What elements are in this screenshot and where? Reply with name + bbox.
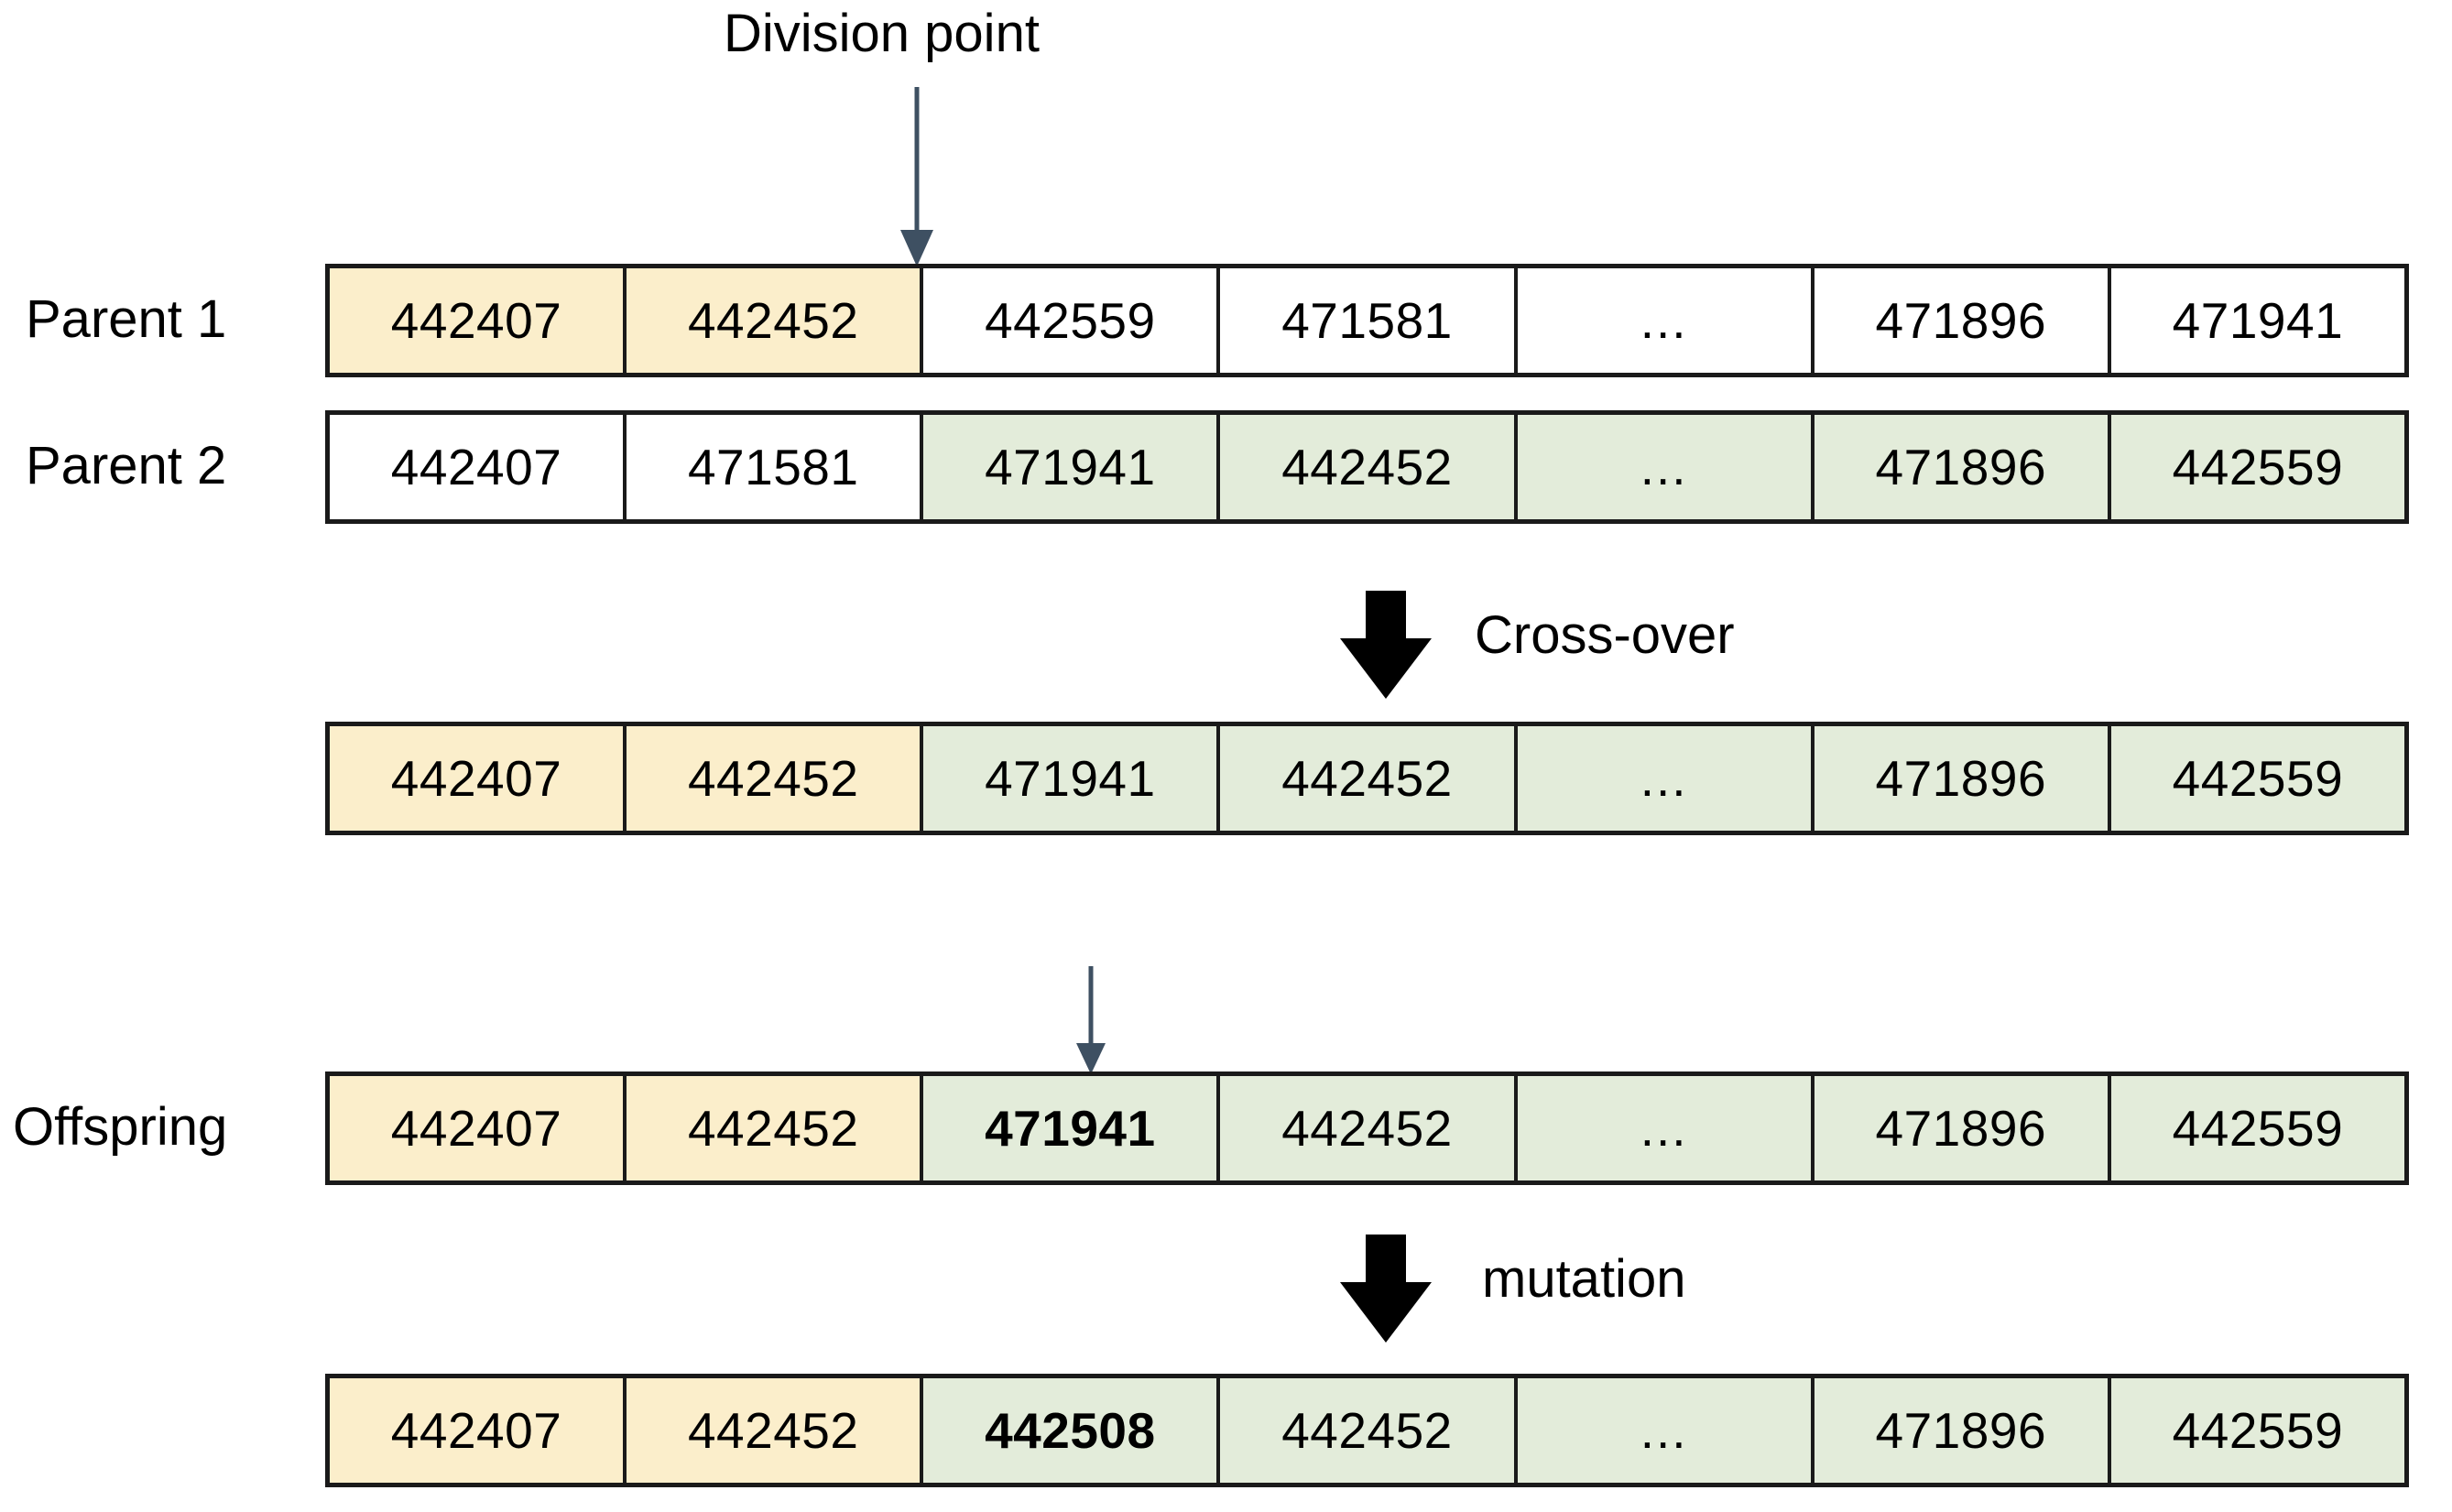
crossover-down-arrow-icon — [1340, 591, 1432, 699]
gene-cell: 442407 — [330, 268, 627, 373]
gene-cell: 442452 — [1220, 726, 1518, 831]
gene-cell: ... — [1517, 1378, 1814, 1483]
mutation-down-arrow-icon — [1340, 1235, 1432, 1343]
gene-cell: 471941 — [2110, 268, 2404, 373]
gene-cell: 442452 — [1220, 415, 1518, 519]
gene-cell: 442407 — [330, 1378, 627, 1483]
gene-cell: ... — [1517, 268, 1814, 373]
gene-cell: 442559 — [923, 268, 1221, 373]
gene-cell: 442559 — [2110, 726, 2404, 831]
mutation-label: mutation — [1482, 1249, 1686, 1309]
gene-cell: 471896 — [1814, 415, 2111, 519]
gene-cell: 471896 — [1814, 726, 2111, 831]
gene-cell: 471941 — [923, 415, 1221, 519]
gene-cell: ... — [1517, 415, 1814, 519]
gene-cell: 442407 — [330, 726, 627, 831]
gene-cell: 442559 — [2110, 415, 2404, 519]
division-point-arrow-icon — [900, 87, 933, 267]
row-label-parent-2: Parent 2 — [26, 436, 227, 495]
gene-cell: 442452 — [1220, 1076, 1518, 1180]
gene-cell: 442452 — [627, 1378, 924, 1483]
gene-cell: 471941 — [923, 726, 1221, 831]
crossover-label: Cross-over — [1475, 605, 1735, 665]
gene-cell: ... — [1517, 726, 1814, 831]
gene-cell: 442559 — [2110, 1378, 2404, 1483]
division-point-caption: Division point — [724, 4, 1040, 63]
gene-cell: 471896 — [1814, 268, 2111, 373]
gene-cell: 471581 — [1220, 268, 1518, 373]
row-label-parent-1: Parent 1 — [26, 289, 227, 349]
row-label-offspring: Offspring — [13, 1097, 228, 1157]
gene-cell: 442508 — [923, 1378, 1221, 1483]
gene-cell: 442452 — [627, 726, 924, 831]
gene-cell: 471896 — [1814, 1076, 2111, 1180]
gene-cell: 442407 — [330, 1076, 627, 1180]
mutation-target-pointer-arrow-icon — [1076, 966, 1106, 1074]
gene-cell: 442452 — [627, 1076, 924, 1180]
gene-cell: 442559 — [2110, 1076, 2404, 1180]
gene-cell: 471941 — [923, 1076, 1221, 1180]
gene-cell: 442452 — [1220, 1378, 1518, 1483]
gene-cell: 471581 — [627, 415, 924, 519]
gene-cell: ... — [1517, 1076, 1814, 1180]
gene-cell: 442407 — [330, 415, 627, 519]
gene-cell: 442452 — [627, 268, 924, 373]
gene-cell: 471896 — [1814, 1378, 2111, 1483]
